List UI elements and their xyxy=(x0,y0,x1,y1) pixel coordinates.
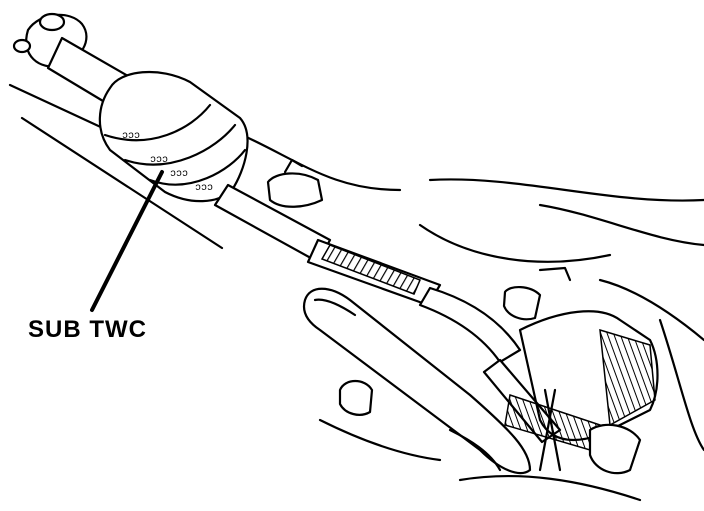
callout-leader xyxy=(90,170,164,312)
fuel-tank xyxy=(504,310,659,451)
flexible-joint xyxy=(306,238,442,307)
cross-member-frame xyxy=(302,287,532,475)
svg-text:ɔɔɔ: ɔɔɔ xyxy=(170,169,188,180)
svg-text:ɔɔɔ: ɔɔɔ xyxy=(122,131,140,142)
svg-text:ɔɔɔ: ɔɔɔ xyxy=(195,183,213,194)
lower-components xyxy=(318,379,642,502)
sub-catalytic-converter: ɔɔɔ ɔɔɔ ɔɔɔ ɔɔɔ xyxy=(98,70,249,203)
sub-twc-label: SUB TWC xyxy=(28,316,147,343)
svg-text:ɔɔɔ: ɔɔɔ xyxy=(150,155,168,166)
pipe-hanger-bracket xyxy=(266,158,324,208)
rear-hanger xyxy=(502,266,572,321)
